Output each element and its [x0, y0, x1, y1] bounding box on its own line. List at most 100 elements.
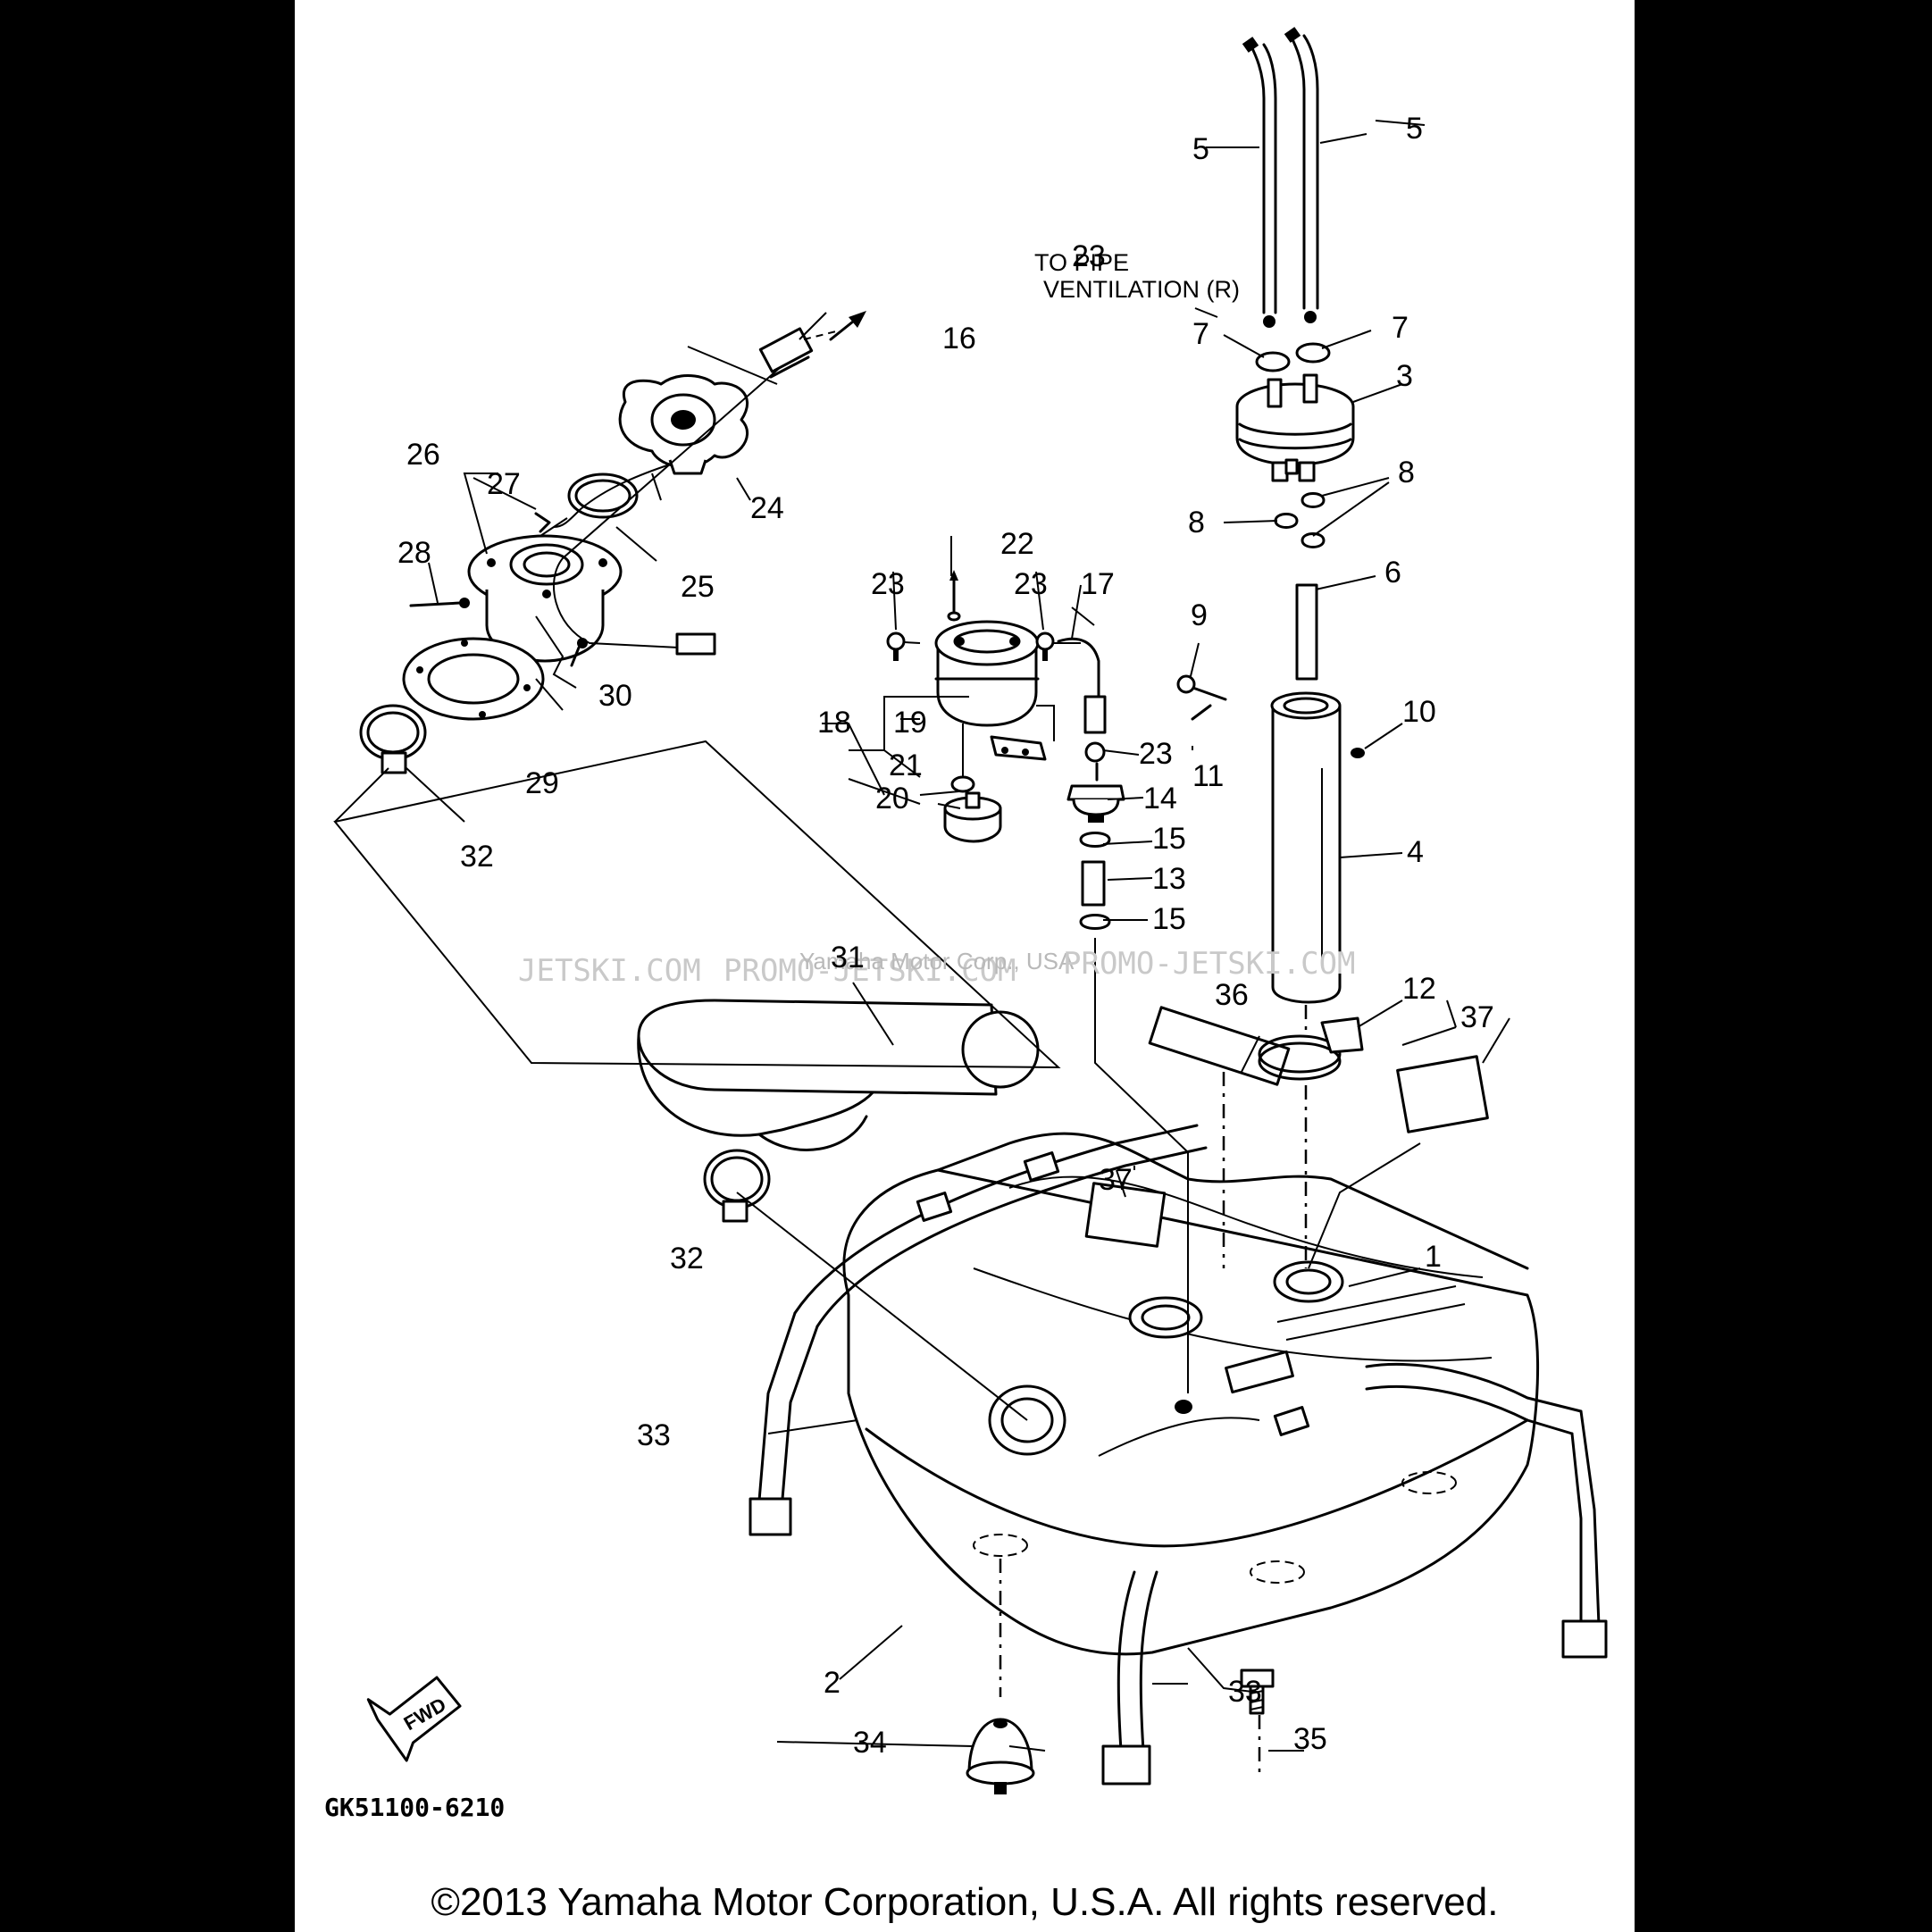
callout-32-upper: 32 — [460, 840, 494, 874]
grommet-10 — [1351, 748, 1365, 758]
callout-5-left: 5 — [1192, 132, 1209, 166]
note-to-pipe: TO PIPE — [1034, 249, 1129, 276]
diagram-code: GK51100-6210 — [324, 1793, 505, 1822]
watermark-promo-jetski: PROMO-JETSKI.COM — [723, 953, 1016, 989]
callout-3: 3 — [1396, 359, 1413, 393]
forward-arrow-icon: FWD — [366, 1676, 462, 1762]
callout-28: 28 — [397, 536, 431, 570]
clip-8-b — [1274, 513, 1299, 529]
sender-tube-4 — [1270, 691, 1342, 1004]
watermark-jetski: JETSKI.COM — [518, 953, 701, 989]
callout-12: 12 — [1402, 972, 1436, 1006]
watermark-yamaha: Yamaha Motor Corp., USA — [799, 948, 1075, 974]
filler-gasket — [402, 637, 545, 721]
callout-19: 19 — [893, 706, 927, 740]
callout-36: 36 — [1215, 978, 1249, 1012]
callout-8-left: 8 — [1188, 506, 1205, 539]
callout-1: 1 — [1425, 1240, 1442, 1274]
hose-band-32-upper — [359, 704, 427, 774]
callout-13: 13 — [1152, 862, 1186, 896]
label-37-center — [1084, 1182, 1167, 1248]
callout-4: 4 — [1407, 835, 1424, 869]
callout-14: 14 — [1143, 782, 1177, 815]
callout-22: 22 — [1000, 527, 1034, 561]
filler-hose — [637, 999, 1040, 1151]
callout-30: 30 — [598, 679, 632, 713]
hose-band-32-lower — [703, 1149, 771, 1223]
fuel-sender-unit — [1235, 373, 1355, 482]
clip-23-c — [1084, 741, 1106, 763]
damper-34 — [966, 1718, 1035, 1794]
hose-clip-23-a — [886, 631, 906, 661]
watermark-promo-jetski-2: PROMO-JETSKI.COM — [1063, 946, 1356, 982]
breather-pipes — [1242, 27, 1319, 328]
filter-leaders — [883, 696, 1055, 778]
tank-bands — [749, 1124, 1608, 1786]
callout-25: 25 — [681, 570, 715, 604]
hose-clip-23-b — [1035, 631, 1055, 661]
callout-15-upper: 15 — [1152, 822, 1186, 856]
hose-group-frame — [333, 740, 1061, 1069]
band-32-leader-frame — [334, 767, 389, 823]
callout-23-top: 23 — [1072, 239, 1106, 273]
screw-30 — [570, 646, 581, 667]
callout-17: 17 — [1081, 567, 1115, 601]
screw-28 — [409, 601, 462, 607]
note-ventilation: VENTILATION (R) — [1043, 276, 1240, 303]
callout-numbers: 5 5 7 7 3 8 8 6 9 10 11 4 12 36 37 37 1 … — [397, 112, 1494, 1760]
callout-20: 20 — [875, 782, 909, 815]
fuel-tank — [842, 1132, 1540, 1656]
hose-6 — [1295, 583, 1318, 681]
copyright-text: ©2013 Yamaha Motor Corporation, U.S.A. A… — [431, 1880, 1499, 1924]
hose-13 — [1081, 860, 1106, 907]
bolt-35 — [1240, 1669, 1275, 1715]
screw-27 — [534, 512, 551, 533]
callout-16: 16 — [942, 322, 976, 355]
callout-29: 29 — [525, 766, 559, 800]
callout-5-right: 5 — [1406, 112, 1423, 146]
callout-37-center: 37 — [1099, 1163, 1133, 1197]
callout-35: 35 — [1293, 1722, 1327, 1756]
callout-15-lower: 15 — [1152, 902, 1186, 936]
exploded-parts-diagram: FWD — [324, 27, 1608, 1822]
callout-23-strainer: 23 — [1139, 737, 1173, 771]
clip-7-left — [1255, 351, 1291, 372]
screw-11 — [1191, 704, 1212, 721]
callout-leaders — [406, 120, 1510, 1752]
hose-17 — [1057, 637, 1100, 698]
callout-21: 21 — [889, 749, 923, 782]
strainer-pickup-line — [1094, 938, 1189, 1393]
callout-37-right: 37 — [1460, 1000, 1494, 1034]
callout-2: 2 — [824, 1666, 841, 1700]
callout-10: 10 — [1402, 695, 1436, 729]
clip-8-a — [1301, 492, 1326, 508]
callout-33-bottom: 33 — [1228, 1675, 1262, 1709]
callout-26: 26 — [406, 438, 440, 472]
clip-7-right — [1295, 342, 1331, 364]
callout-27: 27 — [487, 467, 521, 501]
callout-23-filter-left: 23 — [871, 567, 905, 601]
callout-6: 6 — [1384, 556, 1401, 590]
callout-11: 11 — [1192, 759, 1224, 793]
filler-cap — [618, 374, 749, 475]
callout-31: 31 — [831, 941, 865, 974]
callout-34: 34 — [853, 1726, 887, 1760]
cap-packing — [567, 473, 639, 519]
callout-7-left: 7 — [1192, 317, 1209, 351]
clip-15-b — [1079, 914, 1111, 930]
callout-24: 24 — [750, 491, 784, 525]
callout-23-filter-right: 23 — [1014, 567, 1048, 601]
filler-neck — [467, 534, 623, 663]
band-32-leader — [736, 1192, 1028, 1421]
label-37-leader — [1308, 1142, 1421, 1269]
callout-9: 9 — [1191, 598, 1208, 632]
screw-30-leader — [535, 615, 577, 689]
clip-8-c — [1301, 532, 1326, 548]
callout-7-right: 7 — [1392, 311, 1409, 345]
callout-8-right: 8 — [1398, 456, 1415, 489]
fuel-filter — [934, 620, 1047, 843]
callout-32-lower: 32 — [670, 1242, 704, 1275]
band-12 — [1258, 1016, 1364, 1081]
cap-strap — [553, 464, 671, 528]
clip-15-a — [1079, 832, 1111, 848]
